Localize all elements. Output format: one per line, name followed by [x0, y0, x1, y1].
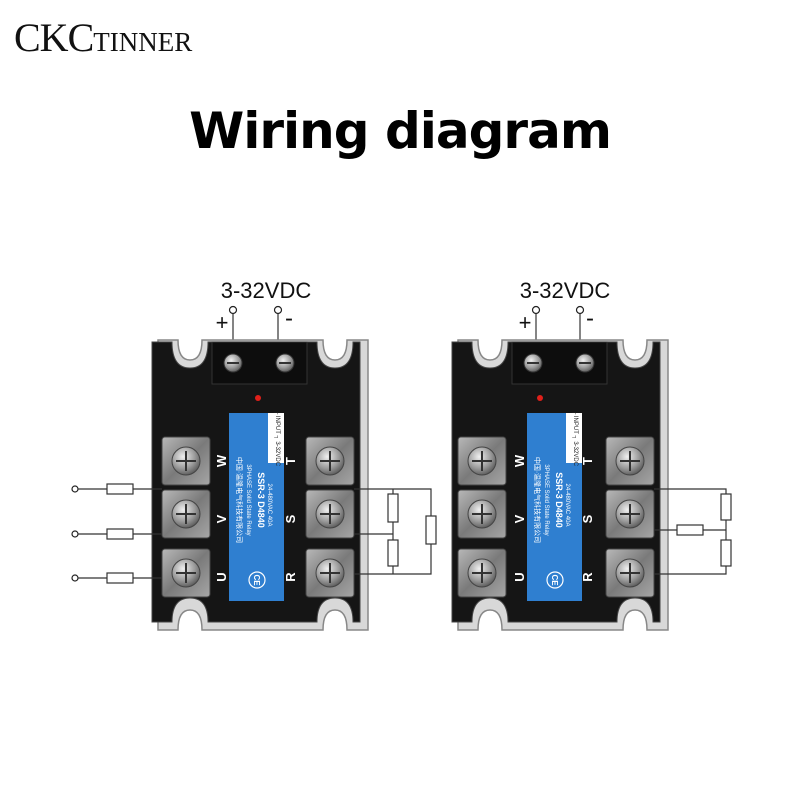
relay-1-terminal-s — [305, 489, 355, 539]
relay-1-phase: 3PHASE Solid State Relay — [245, 464, 251, 535]
relay-2-load-resistor-c — [676, 524, 704, 536]
relay-2: 3-32VDC + - — [451, 278, 732, 631]
relay-2-load-resistor-a — [720, 493, 732, 521]
relay-1-label-u: U — [214, 572, 229, 581]
relay-2-minus-sign: - — [586, 305, 594, 332]
relay-1-ce-mark-ring — [248, 571, 266, 589]
relay-2-terminal-s — [605, 489, 655, 539]
relay-2-terminal-r — [605, 548, 655, 598]
relay-1-terminal-u — [161, 548, 211, 598]
relay-1-label-w: W — [214, 454, 229, 467]
relay-1-label-r: R — [283, 572, 298, 582]
relay-1-status-led — [255, 395, 261, 401]
relay-2-input-marking: ┌ INPUT ┐ 3-32VDC — [572, 410, 578, 467]
relay-2-terminal-t — [605, 436, 655, 486]
relay-1-input-voltage: 3-32VDC — [221, 278, 312, 303]
page-title: Wiring diagram — [189, 102, 612, 160]
relay-1-input-marking-box — [268, 413, 284, 463]
relay-2-rating: 24-480VAC 40A — [564, 484, 570, 527]
relay-2-terminal-w — [457, 436, 507, 486]
relay-2-label-v: V — [512, 514, 527, 523]
relay-2-label-u: U — [512, 572, 527, 581]
relay-2-terminal-v — [457, 489, 507, 539]
relay-1-terminal-w — [161, 436, 211, 486]
relay-1-fuse-1 — [106, 483, 134, 495]
relay-1-line-dot-3 — [71, 574, 79, 582]
relay-2-status-led — [537, 395, 543, 401]
relay-2-minus-terminal-dot — [575, 305, 585, 315]
relay-2-label-w: W — [512, 454, 527, 467]
relay-1-plus-sign: + — [216, 310, 229, 335]
relay-2-input-marking-box — [566, 413, 582, 463]
relay-1-ce-mark: CE — [252, 574, 261, 586]
relay-1-label-s: S — [283, 514, 298, 523]
relay-1-minus-terminal-dot — [273, 305, 283, 315]
relay-2-label-s: S — [580, 514, 595, 523]
relay-1-load-resistor-a — [387, 493, 399, 523]
relay-2-plus-terminal-dot — [531, 305, 541, 315]
relay-2-phase: 3PHASE Solid State Relay — [543, 464, 549, 535]
relay-1-load-resistor-b — [387, 539, 399, 567]
relay-2-ce-mark-ring — [546, 571, 564, 589]
relay-1-label-v: V — [214, 514, 229, 523]
relay-1-terminal-t — [305, 436, 355, 486]
relay-1-terminal-r — [305, 548, 355, 598]
relay-2-label-r: R — [580, 572, 595, 582]
relay-1-label-t: T — [283, 457, 298, 465]
relay-1-fuse-3 — [106, 572, 134, 584]
relay-1-model: SSR-3 D4840 — [256, 472, 266, 528]
relay-1-terminal-v — [161, 489, 211, 539]
relay-2-plus-sign: + — [519, 310, 532, 335]
relay-1-line-dot-2 — [71, 530, 79, 538]
relay-1-fuse-2 — [106, 528, 134, 540]
relay-2-star-load — [654, 488, 732, 575]
relay-2-input-voltage: 3-32VDC — [520, 278, 611, 303]
brand-name-small: TINNER — [93, 27, 193, 57]
relay-2-model: SSR-3 D4840 — [554, 472, 564, 528]
relay-1: 3-32VDC + - — [71, 278, 437, 631]
relay-1-load-resistor-c — [425, 515, 437, 545]
brand-name-large: CKC — [14, 15, 94, 60]
brand-logo: CKCTINNER — [14, 14, 192, 66]
relay-2-label-t: T — [580, 457, 595, 465]
relay-1-input-marking: ┌ INPUT ┐ 3-32VDC — [274, 410, 280, 467]
relay-1-company: 中国·温隆电气科技有限公司 — [235, 457, 244, 543]
relay-1-rating: 24-480VAC 40A — [266, 484, 272, 527]
relay-1-plus-terminal-dot — [228, 305, 238, 315]
relay-1-line-dot-1 — [71, 485, 79, 493]
relay-1-minus-sign: - — [285, 305, 293, 332]
relay-1-delta-load — [354, 488, 437, 575]
relay-2-terminal-u — [457, 548, 507, 598]
relay-1-line-wires — [71, 483, 162, 584]
relay-2-company: 中国·温隆电气科技有限公司 — [533, 457, 542, 543]
relay-2-ce-mark: CE — [550, 574, 559, 586]
relay-2-load-resistor-b — [720, 539, 732, 567]
